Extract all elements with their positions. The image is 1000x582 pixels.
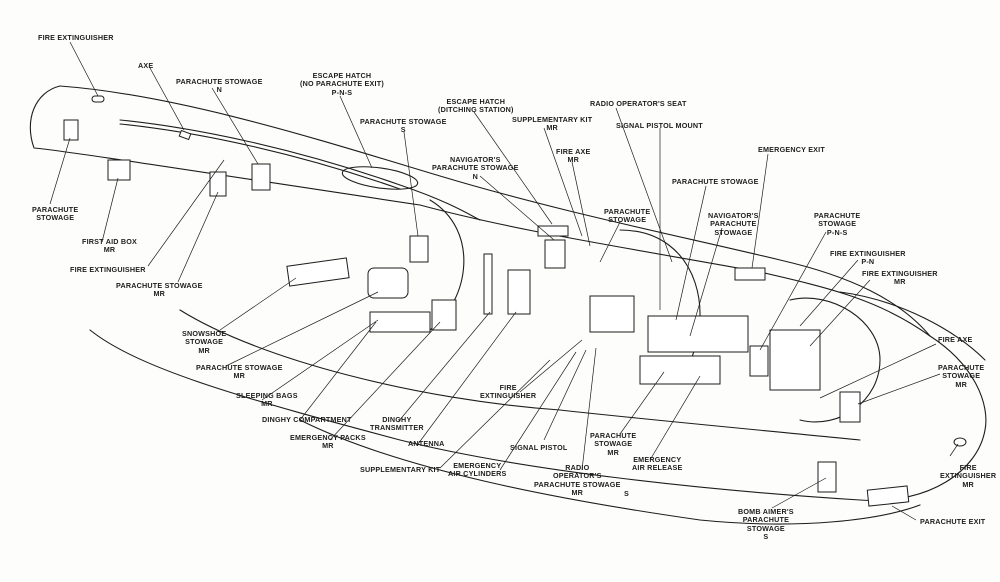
first-aid-box-shape bbox=[107, 159, 131, 181]
label-fire-extinguisher-rear: FIRE EXTINGUISHER bbox=[38, 33, 114, 42]
fire-ext-right-shape bbox=[953, 437, 967, 447]
para-stowage-right-shape bbox=[839, 391, 861, 423]
pilot-seat-shape bbox=[769, 329, 821, 391]
para-stowage-n-shape bbox=[251, 163, 271, 191]
nose-section bbox=[839, 291, 986, 361]
label-fire-axe-right: FIRE AXE bbox=[938, 335, 973, 344]
fuselage-outline bbox=[29, 85, 987, 502]
parachute-exit-shape bbox=[866, 485, 910, 507]
escape-hatch-shape bbox=[341, 166, 419, 190]
label-emergency-exit: EMERGENCY EXIT bbox=[758, 145, 825, 154]
label-s-mark: S bbox=[624, 489, 629, 498]
antenna-shape bbox=[483, 253, 493, 315]
emergency-exit-shape bbox=[734, 267, 766, 281]
sleeping-bags-shape bbox=[367, 267, 409, 299]
dinghy-shape bbox=[369, 311, 431, 333]
nav-table-shape bbox=[647, 315, 749, 353]
label-signal-pistol-mount: SIGNAL PISTOL MOUNT bbox=[616, 121, 703, 130]
floor-line-front bbox=[559, 409, 861, 441]
label-dinghy-compartment: DINGHY COMPARTMENT bbox=[262, 415, 352, 424]
air-release-table-shape bbox=[639, 355, 721, 385]
roof-pipe bbox=[119, 119, 481, 221]
lower-hull-curve bbox=[299, 419, 921, 525]
label-escape-hatch-pns: ESCAPE HATCH(NO PARACHUTE EXIT)P-N-S bbox=[300, 71, 384, 97]
label-antenna: ANTENNA bbox=[408, 439, 445, 448]
label-parachute-stowage-center: PARACHUTE STOWAGE bbox=[672, 177, 759, 186]
para-stowage-rear-shape bbox=[63, 119, 79, 141]
para-stowage-pns-shape bbox=[749, 345, 769, 377]
bulkhead-nose bbox=[789, 297, 881, 423]
radio-seat-shape bbox=[589, 295, 635, 333]
para-stowage-mr-left-shape bbox=[209, 171, 227, 197]
supp-kit-top-shape bbox=[537, 225, 569, 237]
fire-extinguisher-rear-shape bbox=[91, 95, 105, 103]
axe-shape bbox=[178, 129, 192, 141]
label-signal-pistol: SIGNAL PISTOL bbox=[510, 443, 568, 452]
transmitter-shape bbox=[507, 269, 531, 315]
emergency-packs-shape bbox=[431, 299, 457, 331]
label-fire-extinguisher-left: FIRE EXTINGUISHER bbox=[70, 265, 146, 274]
para-stowage-s-shape bbox=[409, 235, 429, 263]
label-axe: AXE bbox=[138, 61, 154, 70]
bomb-aimer-stowage-shape bbox=[817, 461, 837, 493]
label-escape-hatch-ditching: ESCAPE HATCH(DITCHING STATION) bbox=[438, 97, 514, 115]
floor-line-rear bbox=[179, 309, 561, 411]
nav-stowage-shape bbox=[544, 239, 566, 269]
fuselage-top-line bbox=[59, 85, 931, 337]
label-parachute-exit: PARACHUTE EXIT bbox=[920, 517, 986, 526]
roof-pipe-2 bbox=[119, 123, 401, 190]
snowshoe-shape bbox=[286, 257, 350, 287]
label-supplementary-kit-bottom: SUPPLEMENTARY KIT bbox=[360, 465, 441, 474]
label-radio-operators-seat: RADIO OPERATOR'S SEAT bbox=[590, 99, 687, 108]
